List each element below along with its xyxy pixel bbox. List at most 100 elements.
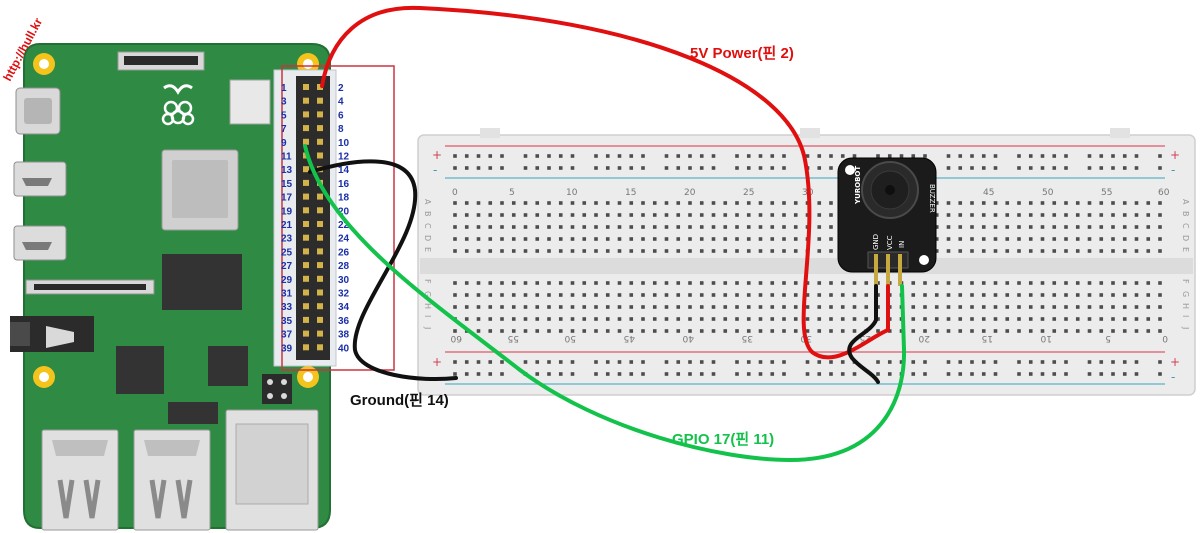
breadboard-hole bbox=[934, 305, 939, 309]
breadboard-hole bbox=[723, 329, 728, 333]
breadboard-rail-hole bbox=[770, 154, 775, 158]
breadboard-hole bbox=[641, 237, 645, 241]
breadboard-hole bbox=[911, 329, 916, 333]
breadboard-hole bbox=[1087, 305, 1092, 309]
gpio-pin bbox=[303, 111, 309, 118]
bb-letter-right-h: H bbox=[1181, 303, 1190, 309]
gpio-pin-label-odd: 23 bbox=[281, 234, 293, 245]
breadboard-rail-hole bbox=[453, 360, 457, 364]
gpio-pin bbox=[317, 344, 323, 351]
breadboard-hole bbox=[547, 213, 551, 217]
bb-letter-right-e: E bbox=[1181, 247, 1190, 252]
signal-wire-label: GPIO 17(핀 11) bbox=[672, 431, 774, 448]
ground-wire-module[interactable] bbox=[847, 284, 880, 384]
bb-letter-right-i: I bbox=[1181, 315, 1190, 317]
breadboard-hole bbox=[1099, 213, 1104, 217]
ground-wire[interactable] bbox=[308, 159, 458, 382]
breadboard-hole bbox=[1028, 249, 1033, 253]
breadboard-rail-hole bbox=[464, 154, 469, 158]
breadboard-hole bbox=[876, 329, 880, 333]
breadboard-hole bbox=[770, 293, 775, 297]
breadboard-hole bbox=[453, 237, 457, 241]
breadboard-hole bbox=[1075, 305, 1080, 309]
breadboard-hole bbox=[641, 201, 645, 205]
gpio-pin-label-even: 14 bbox=[338, 165, 350, 176]
breadboard-hole bbox=[523, 329, 528, 333]
gpio-pin-label-even: 4 bbox=[338, 97, 344, 108]
breadboard-hole bbox=[1017, 213, 1021, 217]
breadboard-hole bbox=[688, 213, 692, 217]
breadboard-hole bbox=[934, 293, 939, 297]
breadboard-hole bbox=[558, 305, 563, 309]
breadboard-hole bbox=[1111, 249, 1115, 253]
breadboard-rail-hole bbox=[1134, 372, 1139, 376]
breadboard-hole bbox=[1122, 329, 1127, 333]
breadboard-hole bbox=[676, 213, 681, 217]
breadboard-hole bbox=[923, 317, 927, 321]
breadboard-holes bbox=[453, 154, 1162, 376]
breadboard-rail-hole bbox=[629, 166, 634, 170]
breadboard-hole bbox=[547, 317, 551, 321]
breadboard-hole bbox=[934, 317, 939, 321]
breadboard-rail-hole bbox=[1017, 154, 1021, 158]
breadboard-hole bbox=[558, 201, 563, 205]
breadboard-hole bbox=[523, 225, 528, 229]
breadboard-hole bbox=[1099, 293, 1104, 297]
breadboard-hole bbox=[735, 293, 739, 297]
breadboard-rail-hole bbox=[1099, 166, 1104, 170]
bb-letter-right-c: C bbox=[1181, 223, 1190, 229]
breadboard-hole bbox=[488, 329, 493, 333]
breadboard-hole bbox=[453, 201, 457, 205]
breadboard-hole bbox=[793, 329, 798, 333]
breadboard-rail-hole bbox=[676, 372, 681, 376]
breadboard-hole bbox=[746, 225, 751, 229]
breadboard-rail-hole bbox=[899, 360, 904, 364]
breadboard-hole bbox=[1005, 305, 1010, 309]
breadboard-rail-hole bbox=[970, 360, 974, 364]
bb-letter-right-a: A bbox=[1181, 199, 1190, 205]
breadboard-rail-hole bbox=[840, 372, 845, 376]
breadboard-hole bbox=[1122, 225, 1127, 229]
breadboard-hole bbox=[1134, 237, 1139, 241]
breadboard-hole bbox=[1064, 293, 1068, 297]
breadboard-hole bbox=[1005, 249, 1010, 253]
breadboard-hole bbox=[735, 237, 739, 241]
breadboard-rail-hole bbox=[805, 360, 810, 364]
breadboard-hole bbox=[746, 281, 751, 285]
breadboard-hole bbox=[605, 329, 610, 333]
breadboard-rail-hole bbox=[711, 154, 716, 158]
breadboard-rail-hole bbox=[664, 372, 669, 376]
breadboard-hole bbox=[1028, 293, 1033, 297]
breadboard-hole bbox=[746, 201, 751, 205]
bb-num-top-11: 55 bbox=[1101, 188, 1112, 198]
breadboard-hole bbox=[582, 213, 587, 217]
breadboard-hole bbox=[993, 249, 998, 253]
breadboard-hole bbox=[840, 317, 845, 321]
breadboard-rail-hole bbox=[1099, 372, 1104, 376]
breadboard-hole bbox=[1146, 293, 1151, 297]
breadboard-rail-hole bbox=[570, 372, 575, 376]
gpio-pin-label-even: 40 bbox=[338, 343, 350, 354]
breadboard-hole bbox=[558, 329, 563, 333]
breadboard-hole bbox=[594, 305, 598, 309]
breadboard-hole bbox=[617, 237, 622, 241]
breadboard-hole bbox=[629, 329, 634, 333]
power-wire[interactable] bbox=[320, 5, 890, 360]
breadboard-hole bbox=[617, 249, 622, 253]
breadboard-rail-hole bbox=[629, 372, 634, 376]
breadboard-hole bbox=[664, 237, 669, 241]
breadboard-hole bbox=[981, 213, 986, 217]
bb-letter-right-f: F bbox=[1181, 279, 1190, 284]
breadboard-hole bbox=[1134, 329, 1139, 333]
breadboard-hole bbox=[582, 281, 587, 285]
gpio-pin-label-odd: 11 bbox=[281, 152, 292, 163]
breadboard-hole bbox=[829, 237, 833, 241]
breadboard-hole bbox=[523, 317, 528, 321]
signal-wire[interactable] bbox=[303, 144, 907, 463]
gpio-pin bbox=[317, 138, 323, 145]
breadboard-hole bbox=[1017, 237, 1021, 241]
breadboard-hole bbox=[923, 305, 927, 309]
breadboard-hole bbox=[817, 225, 822, 229]
breadboard-rail-hole bbox=[699, 154, 704, 158]
breadboard-hole bbox=[723, 237, 728, 241]
